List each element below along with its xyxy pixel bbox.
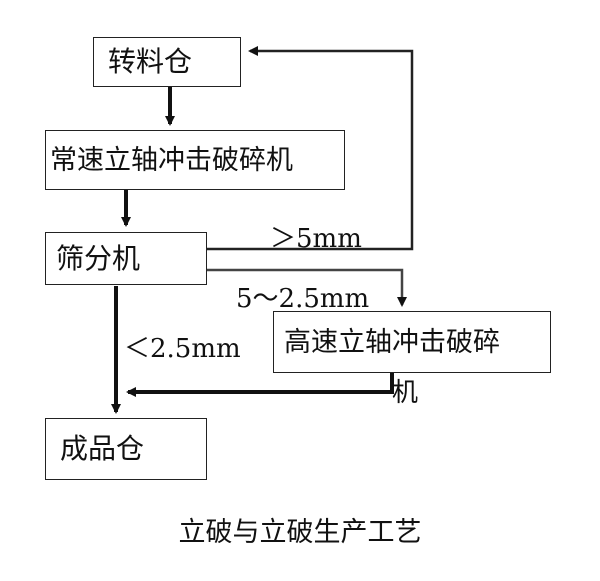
node-transfer-bin-label: 转料仓: [108, 45, 193, 78]
node-screen: 筛分机: [45, 232, 207, 285]
arrow-recycle-to-bin: [206, 46, 414, 251]
node-high-speed-vsi-crusher: 高速立轴冲击破碎: [273, 311, 551, 373]
node-transfer-bin: 转料仓: [93, 37, 241, 87]
node-product-bin-label: 成品仓: [60, 432, 145, 465]
node-high-speed-vsi-crusher-label: 高速立轴冲击破碎: [284, 326, 500, 358]
node-screen-label: 筛分机: [56, 241, 141, 275]
node-normal-speed-vsi-crusher: 常速立轴冲击破碎机: [45, 130, 345, 190]
node-high-speed-vsi-crusher-overflow: 机: [392, 378, 419, 408]
edge-label-5-to-2.5mm: 5～2.5mm: [236, 284, 370, 314]
edge-label-lt2.5mm: ＜2.5mm: [124, 334, 241, 364]
node-normal-speed-vsi-crusher-label: 常速立轴冲击破碎机: [50, 144, 293, 176]
node-product-bin: 成品仓: [45, 418, 207, 480]
arrow-high-vsi-to-product: [126, 373, 394, 397]
edge-label-gt5mm: ＞5mm: [270, 224, 362, 254]
arrow-screen-to-high-vsi: [206, 268, 407, 307]
diagram-caption: 立破与立破生产工艺: [178, 517, 422, 548]
